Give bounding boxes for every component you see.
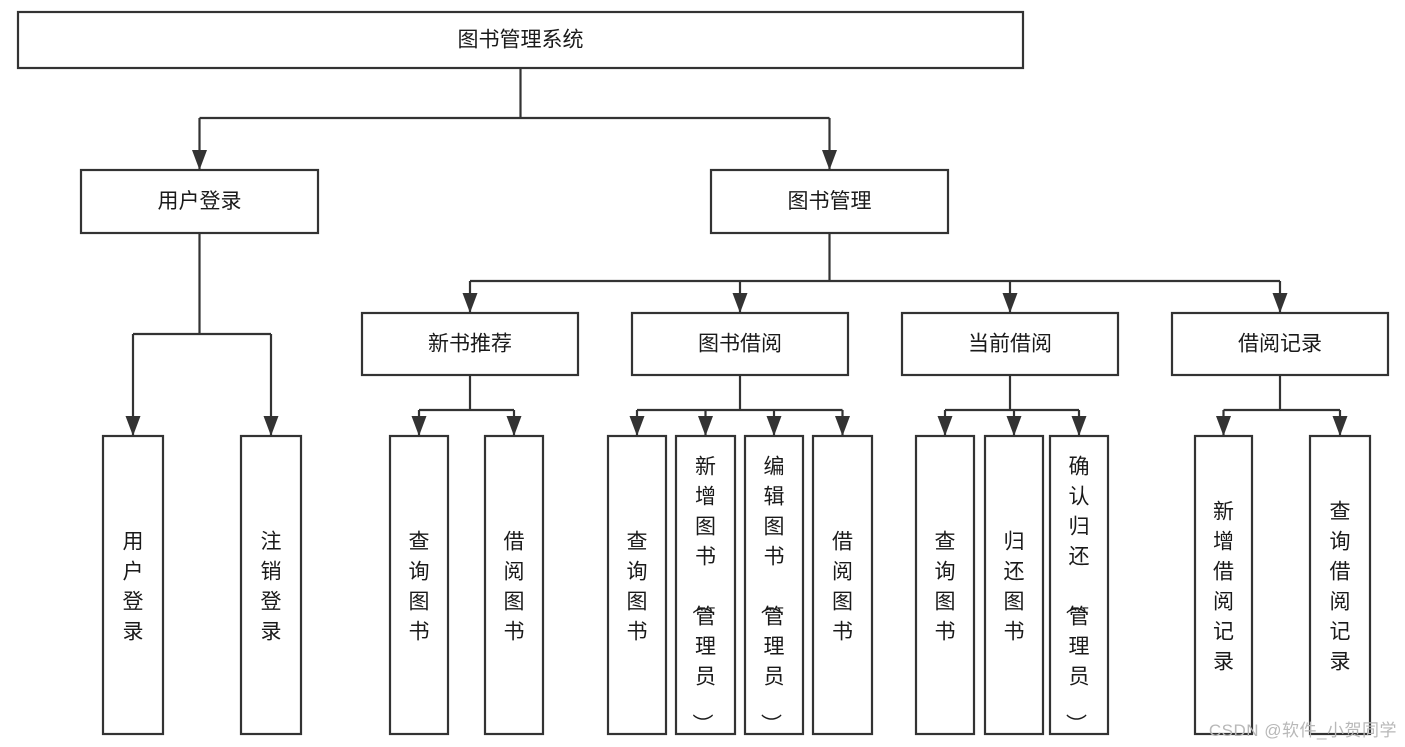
node-leaf-borrow-book-1-label: 借阅图书	[504, 530, 525, 643]
node-leaf-query-record-label: 查询借阅记录	[1330, 500, 1351, 673]
arrow-head-icon	[822, 150, 837, 170]
node-leaf-query-book-2[interactable]: 查询图书	[606, 434, 668, 736]
node-leaf-query-book-1-label: 查询图书	[409, 530, 430, 643]
node-leaf-add-record-label: 新增借阅记录	[1213, 500, 1234, 673]
node-current-borrow-label: 当前借阅	[968, 333, 1052, 356]
arrow-head-icon	[835, 416, 850, 436]
node-borrow-record-box[interactable]	[1170, 311, 1390, 377]
node-leaf-user-login[interactable]: 用户登录	[101, 434, 165, 736]
arrow-head-icon	[1006, 416, 1022, 436]
arrow-head-icon	[125, 416, 141, 436]
node-leaf-edit-book-label: 编辑图书（管理员）	[759, 455, 785, 734]
node-leaf-add-book-box[interactable]	[674, 434, 737, 736]
node-new-book-recommend-box[interactable]	[360, 311, 580, 377]
node-new-book-recommend[interactable]: 新书推荐	[360, 311, 580, 377]
node-leaf-query-book-2-box[interactable]	[606, 434, 668, 736]
node-leaf-add-record[interactable]: 新增借阅记录	[1193, 434, 1254, 736]
node-book-manage-box[interactable]	[709, 168, 950, 235]
node-book-borrow-label: 图书借阅	[698, 333, 782, 356]
node-borrow-record[interactable]: 借阅记录	[1170, 311, 1390, 377]
node-user-login[interactable]: 用户登录	[79, 168, 320, 235]
node-leaf-query-book-3-label: 查询图书	[935, 530, 956, 643]
node-leaf-query-book-2-label: 查询图书	[627, 530, 648, 643]
nodes-layer: 图书管理系统用户登录图书管理新书推荐图书借阅当前借阅借阅记录用户登录注销登录查询…	[16, 10, 1390, 736]
node-leaf-query-book-3-box[interactable]	[914, 434, 976, 736]
arrow-head-icon	[698, 416, 713, 436]
arrow-head-icon	[411, 416, 427, 436]
node-leaf-user-login-box[interactable]	[101, 434, 165, 736]
arrow-head-icon	[1216, 416, 1231, 436]
node-leaf-add-record-box[interactable]	[1193, 434, 1254, 736]
node-new-book-recommend-label: 新书推荐	[428, 333, 512, 356]
arrow-head-icon	[1002, 293, 1018, 313]
node-leaf-confirm-return[interactable]: 确认归还（管理员）	[1048, 434, 1110, 736]
node-leaf-add-book[interactable]: 新增图书（管理员）	[674, 434, 737, 736]
connectors-layer	[125, 68, 1348, 436]
arrow-head-icon	[732, 293, 748, 313]
node-leaf-edit-book[interactable]: 编辑图书（管理员）	[743, 434, 805, 736]
node-current-borrow[interactable]: 当前借阅	[900, 311, 1120, 377]
arrow-head-icon	[263, 416, 279, 436]
node-leaf-query-book-1[interactable]: 查询图书	[388, 434, 450, 736]
arrow-head-icon	[766, 416, 782, 436]
arrow-head-icon	[1272, 293, 1288, 313]
node-leaf-query-book-3[interactable]: 查询图书	[914, 434, 976, 736]
node-leaf-borrow-book-1[interactable]: 借阅图书	[483, 434, 545, 736]
node-leaf-borrow-book-2-label: 借阅图书	[832, 530, 853, 643]
node-leaf-confirm-return-box[interactable]	[1048, 434, 1110, 736]
node-leaf-query-record-box[interactable]	[1308, 434, 1372, 736]
node-borrow-record-label: 借阅记录	[1238, 333, 1322, 356]
node-leaf-user-login-label: 用户登录	[123, 530, 144, 643]
node-leaf-borrow-book-2[interactable]: 借阅图书	[811, 434, 874, 736]
node-leaf-logout-label: 注销登录	[261, 530, 282, 643]
arrow-head-icon	[1071, 416, 1087, 436]
arrow-head-icon	[506, 416, 522, 436]
arrow-head-icon	[629, 416, 645, 436]
node-current-borrow-box[interactable]	[900, 311, 1120, 377]
node-root-box[interactable]	[16, 10, 1025, 70]
node-book-borrow-box[interactable]	[630, 311, 850, 377]
arrow-head-icon	[192, 150, 207, 170]
node-book-manage[interactable]: 图书管理	[709, 168, 950, 235]
node-user-login-label: 用户登录	[158, 190, 242, 213]
node-leaf-return-book-box[interactable]	[983, 434, 1045, 736]
arrow-head-icon	[937, 416, 953, 436]
node-leaf-logout[interactable]: 注销登录	[239, 434, 303, 736]
node-user-login-box[interactable]	[79, 168, 320, 235]
node-leaf-return-book[interactable]: 归还图书	[983, 434, 1045, 736]
node-leaf-borrow-book-2-box[interactable]	[811, 434, 874, 736]
node-leaf-borrow-book-1-box[interactable]	[483, 434, 545, 736]
node-leaf-logout-box[interactable]	[239, 434, 303, 736]
node-root[interactable]: 图书管理系统	[16, 10, 1025, 70]
node-book-borrow[interactable]: 图书借阅	[630, 311, 850, 377]
node-leaf-return-book-label: 归还图书	[1004, 530, 1025, 643]
node-leaf-query-record[interactable]: 查询借阅记录	[1308, 434, 1372, 736]
node-leaf-confirm-return-label: 确认归还（管理员）	[1064, 455, 1090, 734]
arrow-head-icon	[1332, 416, 1348, 436]
node-leaf-edit-book-box[interactable]	[743, 434, 805, 736]
node-root-label: 图书管理系统	[458, 29, 584, 52]
node-leaf-query-book-1-box[interactable]	[388, 434, 450, 736]
node-leaf-add-book-label: 新增图书（管理员）	[690, 455, 716, 734]
node-book-manage-label: 图书管理	[788, 190, 872, 213]
arrow-head-icon	[462, 293, 478, 313]
